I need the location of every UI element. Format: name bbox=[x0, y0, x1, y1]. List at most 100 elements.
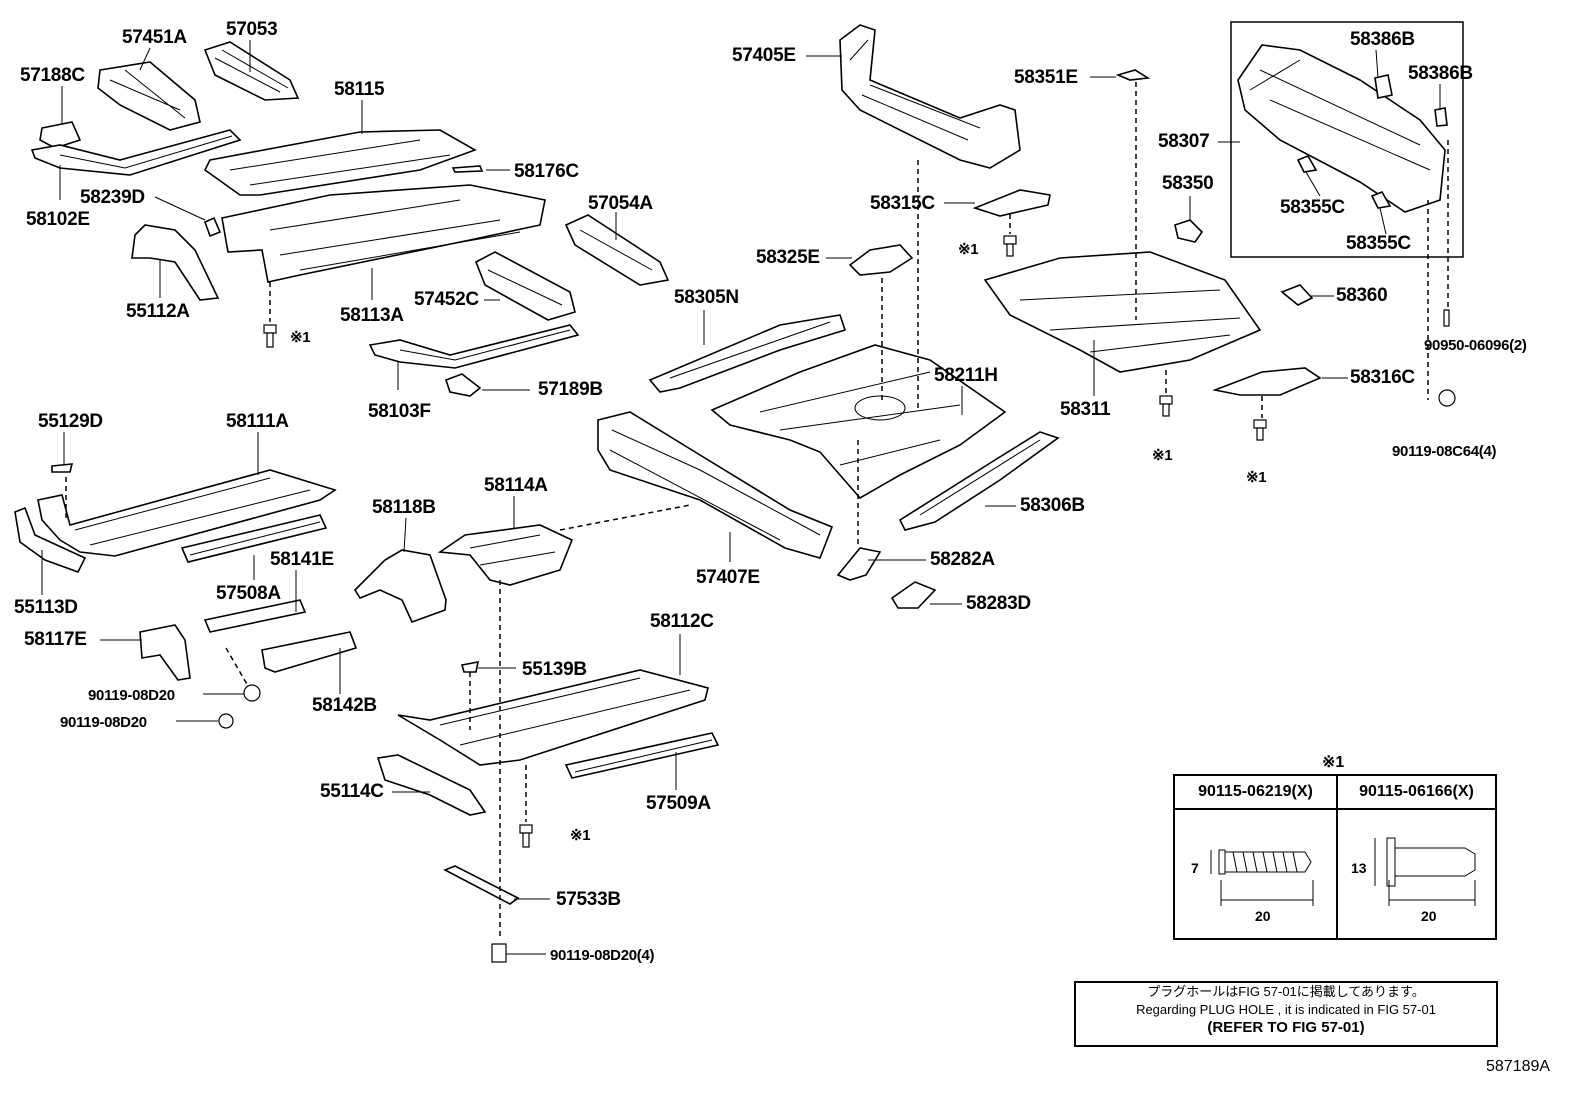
part-58316C[interactable] bbox=[1212, 367, 1322, 396]
part-58142B[interactable] bbox=[261, 631, 358, 673]
label-55113D[interactable]: 55113D bbox=[14, 597, 78, 618]
bolt-90119-08D20-b[interactable] bbox=[218, 713, 234, 729]
label-57509A[interactable]: 57509A bbox=[646, 793, 711, 814]
part-58117E[interactable] bbox=[139, 624, 191, 681]
part-58118B[interactable] bbox=[353, 549, 447, 624]
bolt-90950[interactable] bbox=[1443, 309, 1450, 327]
label-58307[interactable]: 58307 bbox=[1158, 131, 1210, 152]
part-57053[interactable] bbox=[203, 41, 300, 101]
label-58102E[interactable]: 58102E bbox=[26, 209, 90, 230]
label-55112A[interactable]: 55112A bbox=[126, 301, 190, 322]
part-58355C-b[interactable] bbox=[1370, 190, 1392, 209]
label-58350[interactable]: 58350 bbox=[1162, 173, 1214, 194]
part-58141E-strip[interactable] bbox=[203, 599, 307, 633]
label-58142B[interactable]: 58142B bbox=[312, 695, 377, 716]
label-58283D[interactable]: 58283D bbox=[966, 593, 1031, 614]
label-57451A[interactable]: 57451A bbox=[122, 27, 187, 48]
label-58316C[interactable]: 58316C bbox=[1350, 367, 1415, 388]
part-57188C[interactable] bbox=[39, 121, 82, 149]
label-58355C-a[interactable]: 58355C bbox=[1280, 197, 1345, 218]
label-57533B[interactable]: 57533B bbox=[556, 889, 621, 910]
part-55112A[interactable] bbox=[131, 224, 220, 301]
part-58176C[interactable] bbox=[451, 165, 484, 173]
label-57407E[interactable]: 57407E bbox=[696, 567, 760, 588]
part-57533B[interactable] bbox=[443, 865, 520, 905]
label-58112C[interactable]: 58112C bbox=[650, 611, 714, 632]
part-58103F[interactable] bbox=[368, 324, 580, 369]
label-90119-08D20-4[interactable]: 90119-08D20(4) bbox=[550, 947, 655, 964]
part-58111A[interactable] bbox=[37, 469, 337, 557]
part-57407E[interactable] bbox=[597, 411, 834, 559]
part-58350[interactable] bbox=[1174, 219, 1204, 243]
bolt-58315C[interactable] bbox=[1003, 235, 1017, 257]
label-55139B[interactable]: 55139B bbox=[522, 659, 587, 680]
part-58102E[interactable] bbox=[30, 129, 242, 176]
label-58355C-b[interactable]: 58355C bbox=[1346, 233, 1411, 254]
label-55114C[interactable]: 55114C bbox=[320, 781, 384, 802]
bolt-center-lower[interactable] bbox=[519, 824, 533, 848]
label-57054A[interactable]: 57054A bbox=[588, 193, 653, 214]
label-58311[interactable]: 58311 bbox=[1060, 399, 1111, 420]
part-58114A[interactable] bbox=[437, 524, 574, 586]
label-58305N[interactable]: 58305N bbox=[674, 287, 739, 308]
label-57508A[interactable]: 57508A bbox=[216, 583, 281, 604]
part-57451A[interactable] bbox=[97, 61, 201, 131]
label-90119-08D20-b[interactable]: 90119-08D20 bbox=[60, 714, 147, 731]
part-57405E[interactable] bbox=[839, 24, 1021, 169]
bolt-90119-08D20-4[interactable] bbox=[491, 943, 507, 963]
part-55129D[interactable] bbox=[51, 463, 74, 473]
part-58113A[interactable] bbox=[221, 184, 546, 283]
label-58118B[interactable]: 58118B bbox=[372, 497, 436, 518]
label-58114A[interactable]: 58114A bbox=[484, 475, 548, 496]
label-58115[interactable]: 58115 bbox=[334, 79, 385, 100]
label-58360[interactable]: 58360 bbox=[1336, 285, 1388, 306]
label-58306B[interactable]: 58306B bbox=[1020, 495, 1085, 516]
part-58311[interactable] bbox=[983, 251, 1262, 373]
label-58117E[interactable]: 58117E bbox=[24, 629, 87, 650]
label-57188C[interactable]: 57188C bbox=[20, 65, 85, 86]
part-55114C[interactable] bbox=[376, 754, 487, 816]
bolt-left-upper[interactable] bbox=[263, 324, 277, 348]
label-57189B[interactable]: 57189B bbox=[538, 379, 603, 400]
label-58386B-b[interactable]: 58386B bbox=[1408, 63, 1473, 84]
label-90119-08C64[interactable]: 90119-08C64(4) bbox=[1392, 443, 1497, 460]
label-57053[interactable]: 57053 bbox=[226, 19, 278, 40]
part-58211H[interactable] bbox=[710, 344, 1007, 500]
part-58282A[interactable] bbox=[836, 547, 882, 581]
label-90950-06096[interactable]: 90950-06096(2) bbox=[1424, 337, 1527, 354]
part-58355C-a[interactable] bbox=[1296, 154, 1318, 173]
part-58306B[interactable] bbox=[898, 431, 1060, 531]
bolt-58316C[interactable] bbox=[1253, 419, 1267, 441]
part-58325E[interactable] bbox=[848, 244, 914, 276]
label-55129D[interactable]: 55129D bbox=[38, 411, 103, 432]
part-55113D[interactable] bbox=[14, 506, 87, 573]
part-58112C[interactable] bbox=[397, 669, 709, 766]
bolt-90119-08C64[interactable] bbox=[1438, 389, 1456, 407]
part-55139B[interactable] bbox=[460, 660, 480, 673]
label-58103F[interactable]: 58103F bbox=[368, 401, 431, 422]
part-57509A[interactable] bbox=[564, 732, 720, 779]
part-58351E[interactable] bbox=[1115, 69, 1151, 81]
part-58305N[interactable] bbox=[648, 314, 847, 393]
part-58239D[interactable] bbox=[203, 216, 222, 238]
part-57508A[interactable] bbox=[180, 514, 328, 563]
part-58283D[interactable] bbox=[890, 581, 937, 609]
part-58315C[interactable] bbox=[972, 189, 1051, 217]
label-58282A[interactable]: 58282A bbox=[930, 549, 995, 570]
label-58176C[interactable]: 58176C bbox=[514, 161, 579, 182]
part-57054A[interactable] bbox=[564, 214, 670, 286]
bolt-90119-08D20-a[interactable] bbox=[243, 684, 261, 702]
bolt-58311[interactable] bbox=[1159, 395, 1173, 417]
label-58386B-a[interactable]: 58386B bbox=[1350, 29, 1415, 50]
label-57452C[interactable]: 57452C bbox=[414, 289, 479, 310]
label-58351E[interactable]: 58351E bbox=[1014, 67, 1078, 88]
label-58325E[interactable]: 58325E bbox=[756, 247, 820, 268]
label-58141E[interactable]: 58141E bbox=[270, 549, 334, 570]
label-57405E[interactable]: 57405E bbox=[732, 45, 796, 66]
part-58307[interactable] bbox=[1237, 44, 1446, 213]
part-58386B-a[interactable] bbox=[1374, 74, 1393, 99]
label-58111A[interactable]: 58111A bbox=[226, 411, 289, 432]
part-57452C[interactable] bbox=[474, 251, 576, 321]
part-58386B-b[interactable] bbox=[1434, 107, 1448, 127]
part-58115[interactable] bbox=[203, 129, 477, 196]
